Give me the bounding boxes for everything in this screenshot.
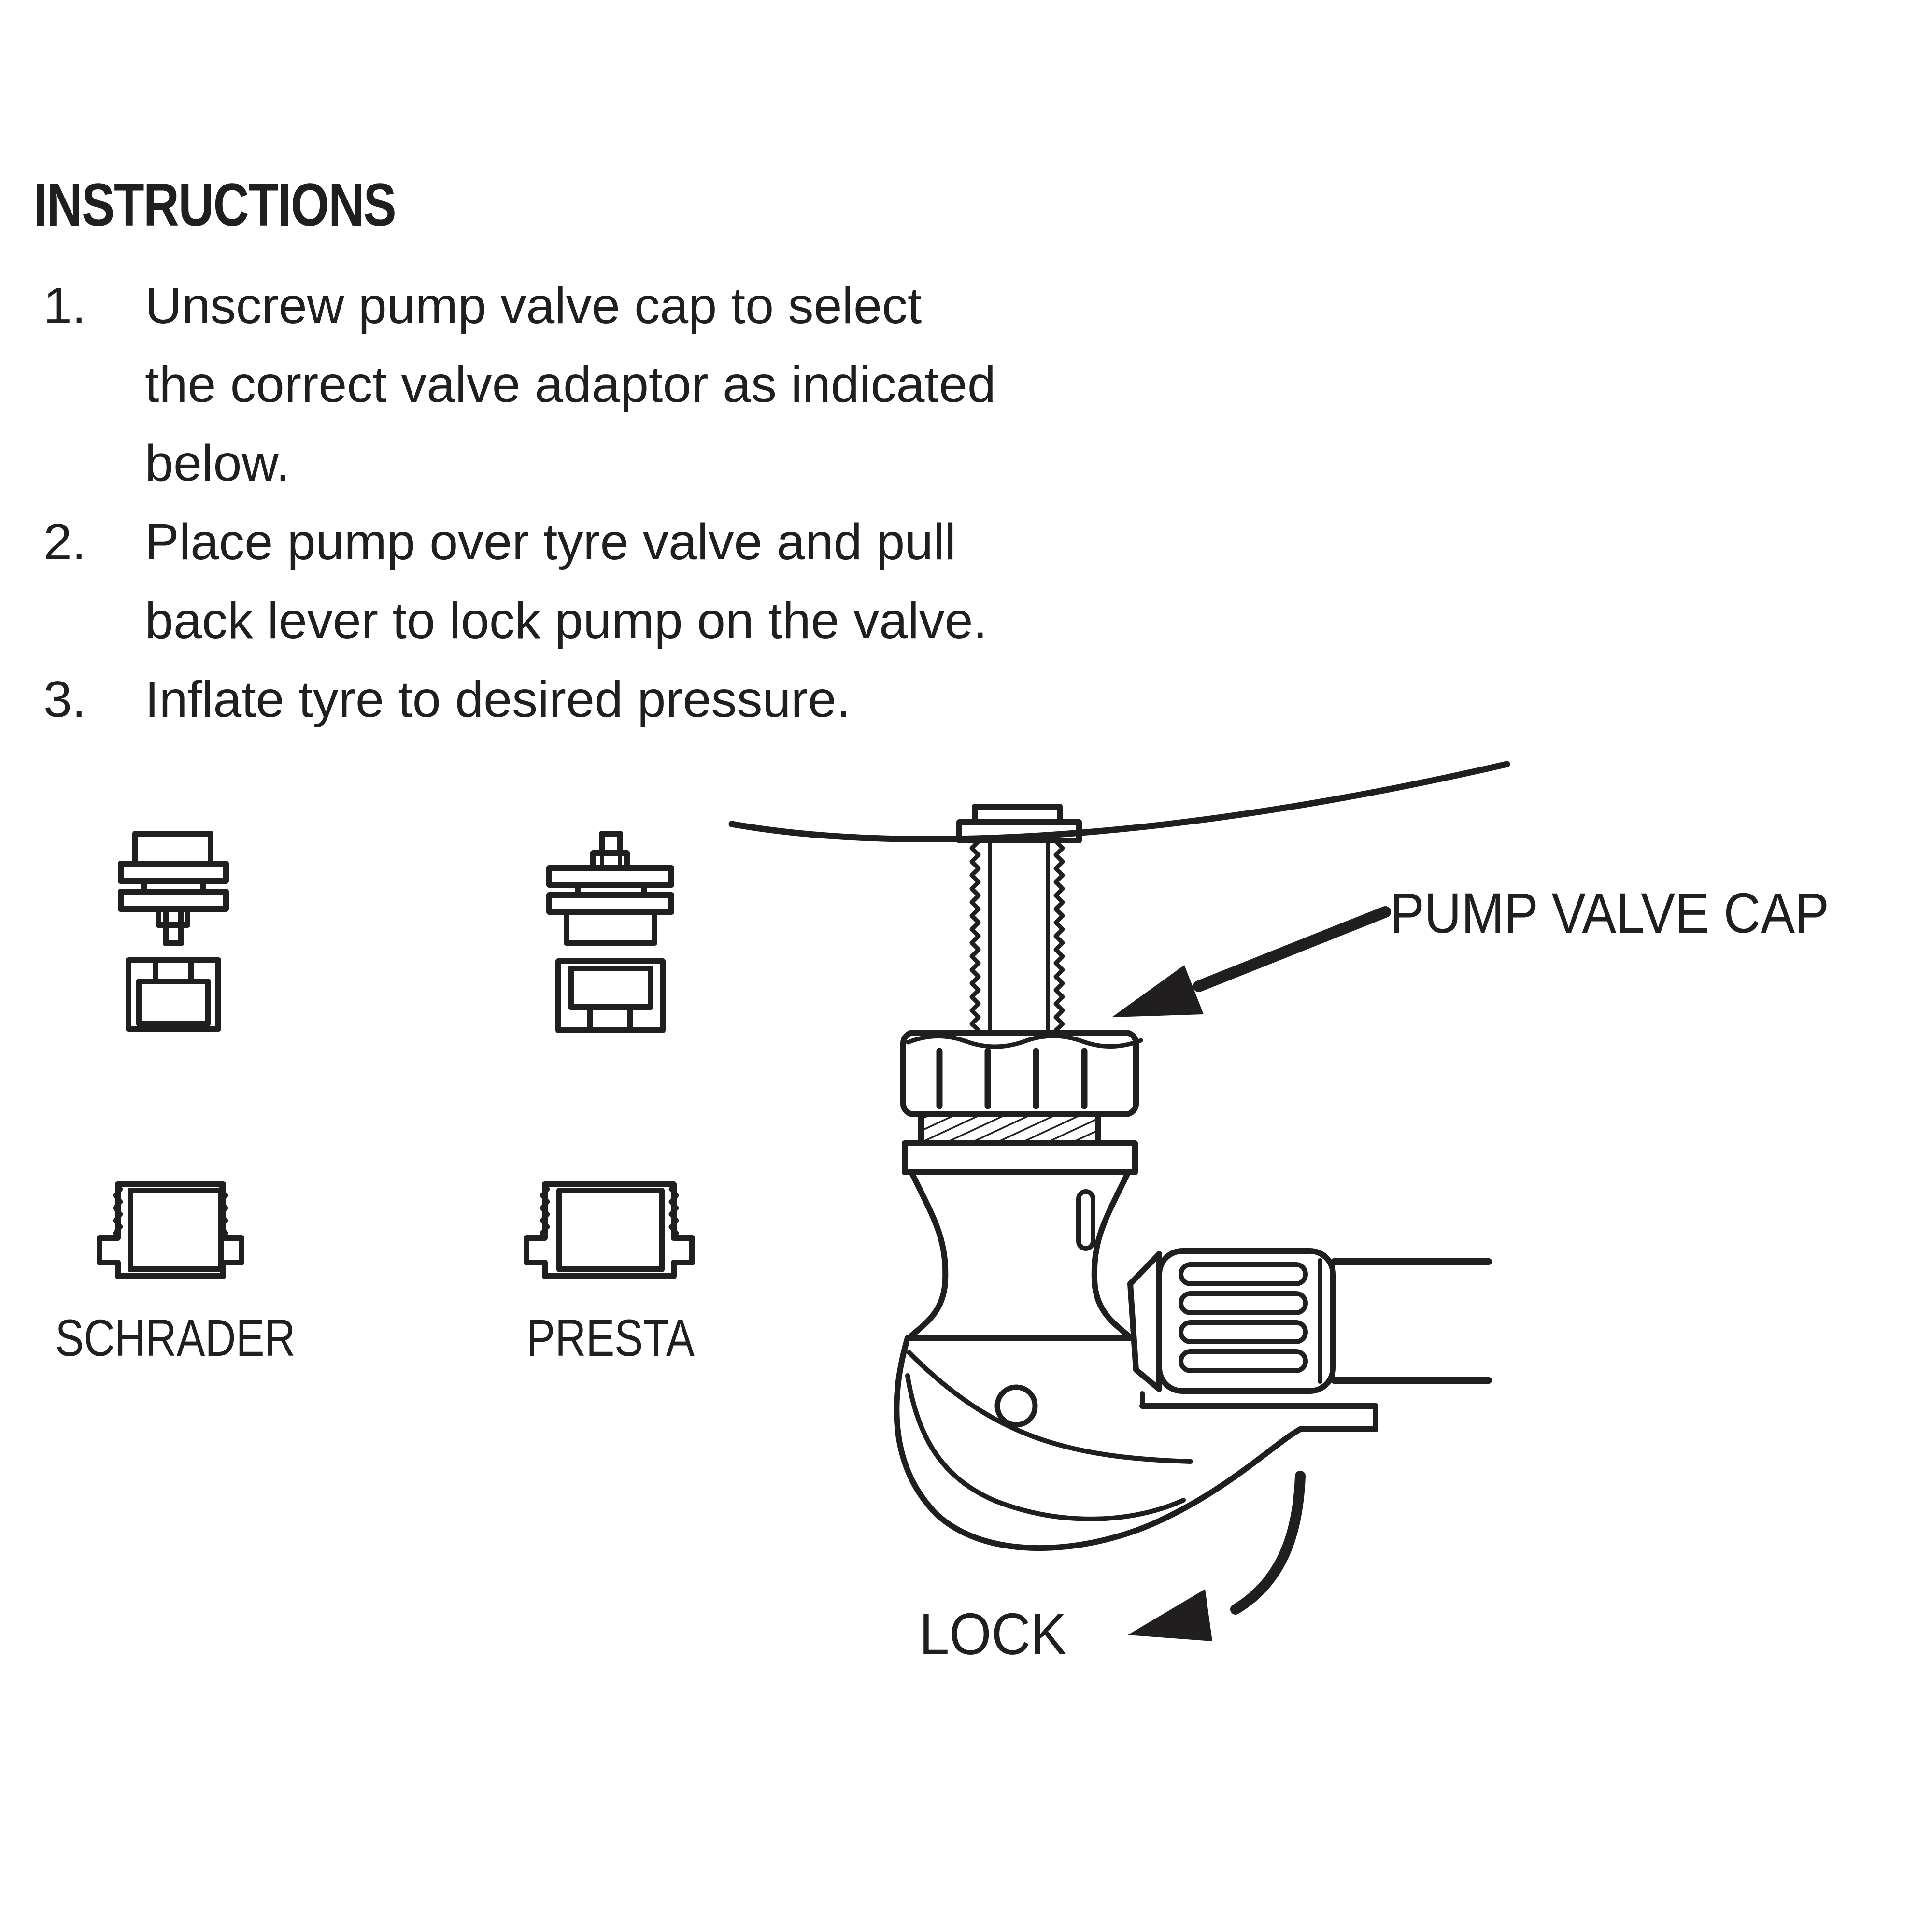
boot-outline [894,1335,1303,1551]
instruction-item-1: 1. Unscrew pump valve cap to select the … [43,267,996,503]
schrader-threaded-ring [97,1181,244,1279]
instruction-text: Place pump over tyre valve and pull back… [145,503,987,660]
pump-valve-cap-drawing [900,1030,1143,1175]
presta-adaptor-icon [524,831,695,1279]
body-slot [1076,1189,1095,1251]
instruction-item-3: 3. Inflate tyre to desired pressure. [43,660,996,739]
tyre-valve-stem [956,804,1082,1033]
instruction-number: 1. [43,277,86,334]
instruction-line: Place pump over tyre valve and pull [145,513,956,570]
schrader-label: SCHRADER [55,1308,296,1367]
presta-label: PRESTA [526,1308,695,1367]
schrader-adaptor-icon [97,831,244,1279]
boot-inner-curve [905,1373,1186,1521]
thread-band [918,1111,1101,1146]
lock-label: LOCK [919,1601,1067,1667]
boot-seam [907,1350,1193,1464]
instruction-text: Inflate tyre to desired pressure. [145,660,851,739]
instruction-text: Unscrew pump valve cap to select the cor… [145,267,996,503]
instruction-number: 2. [43,513,86,570]
instruction-line: back lever to lock pump on the valve. [145,592,988,649]
instruction-number: 3. [43,671,86,728]
pump-valve-cap-label: PUMP VALVE CAP [1390,881,1829,945]
page-title: INSTRUCTIONS [34,171,397,239]
instruction-line: Inflate tyre to desired pressure. [145,671,851,728]
tyre-curve [728,761,1510,842]
instruction-list: 1. Unscrew pump valve cap to select the … [43,267,996,739]
presta-threaded-ring [524,1181,695,1279]
pump-valve-cap-arrow-icon [1112,906,1391,1017]
pump-head-diagram [728,761,1510,1641]
instruction-item-2: 2. Place pump over tyre valve and pull b… [43,503,996,660]
instruction-line: below. [145,435,290,492]
hose-connector [1127,1248,1492,1394]
instruction-line: Unscrew pump valve cap to select [145,277,922,334]
pump-body [894,1169,1303,1551]
lock-lever [1139,1391,1378,1432]
instruction-line: the correct valve adaptor as indicated [145,356,996,413]
pivot-circle [994,1384,1038,1428]
lock-arrow-icon [1128,1471,1306,1641]
